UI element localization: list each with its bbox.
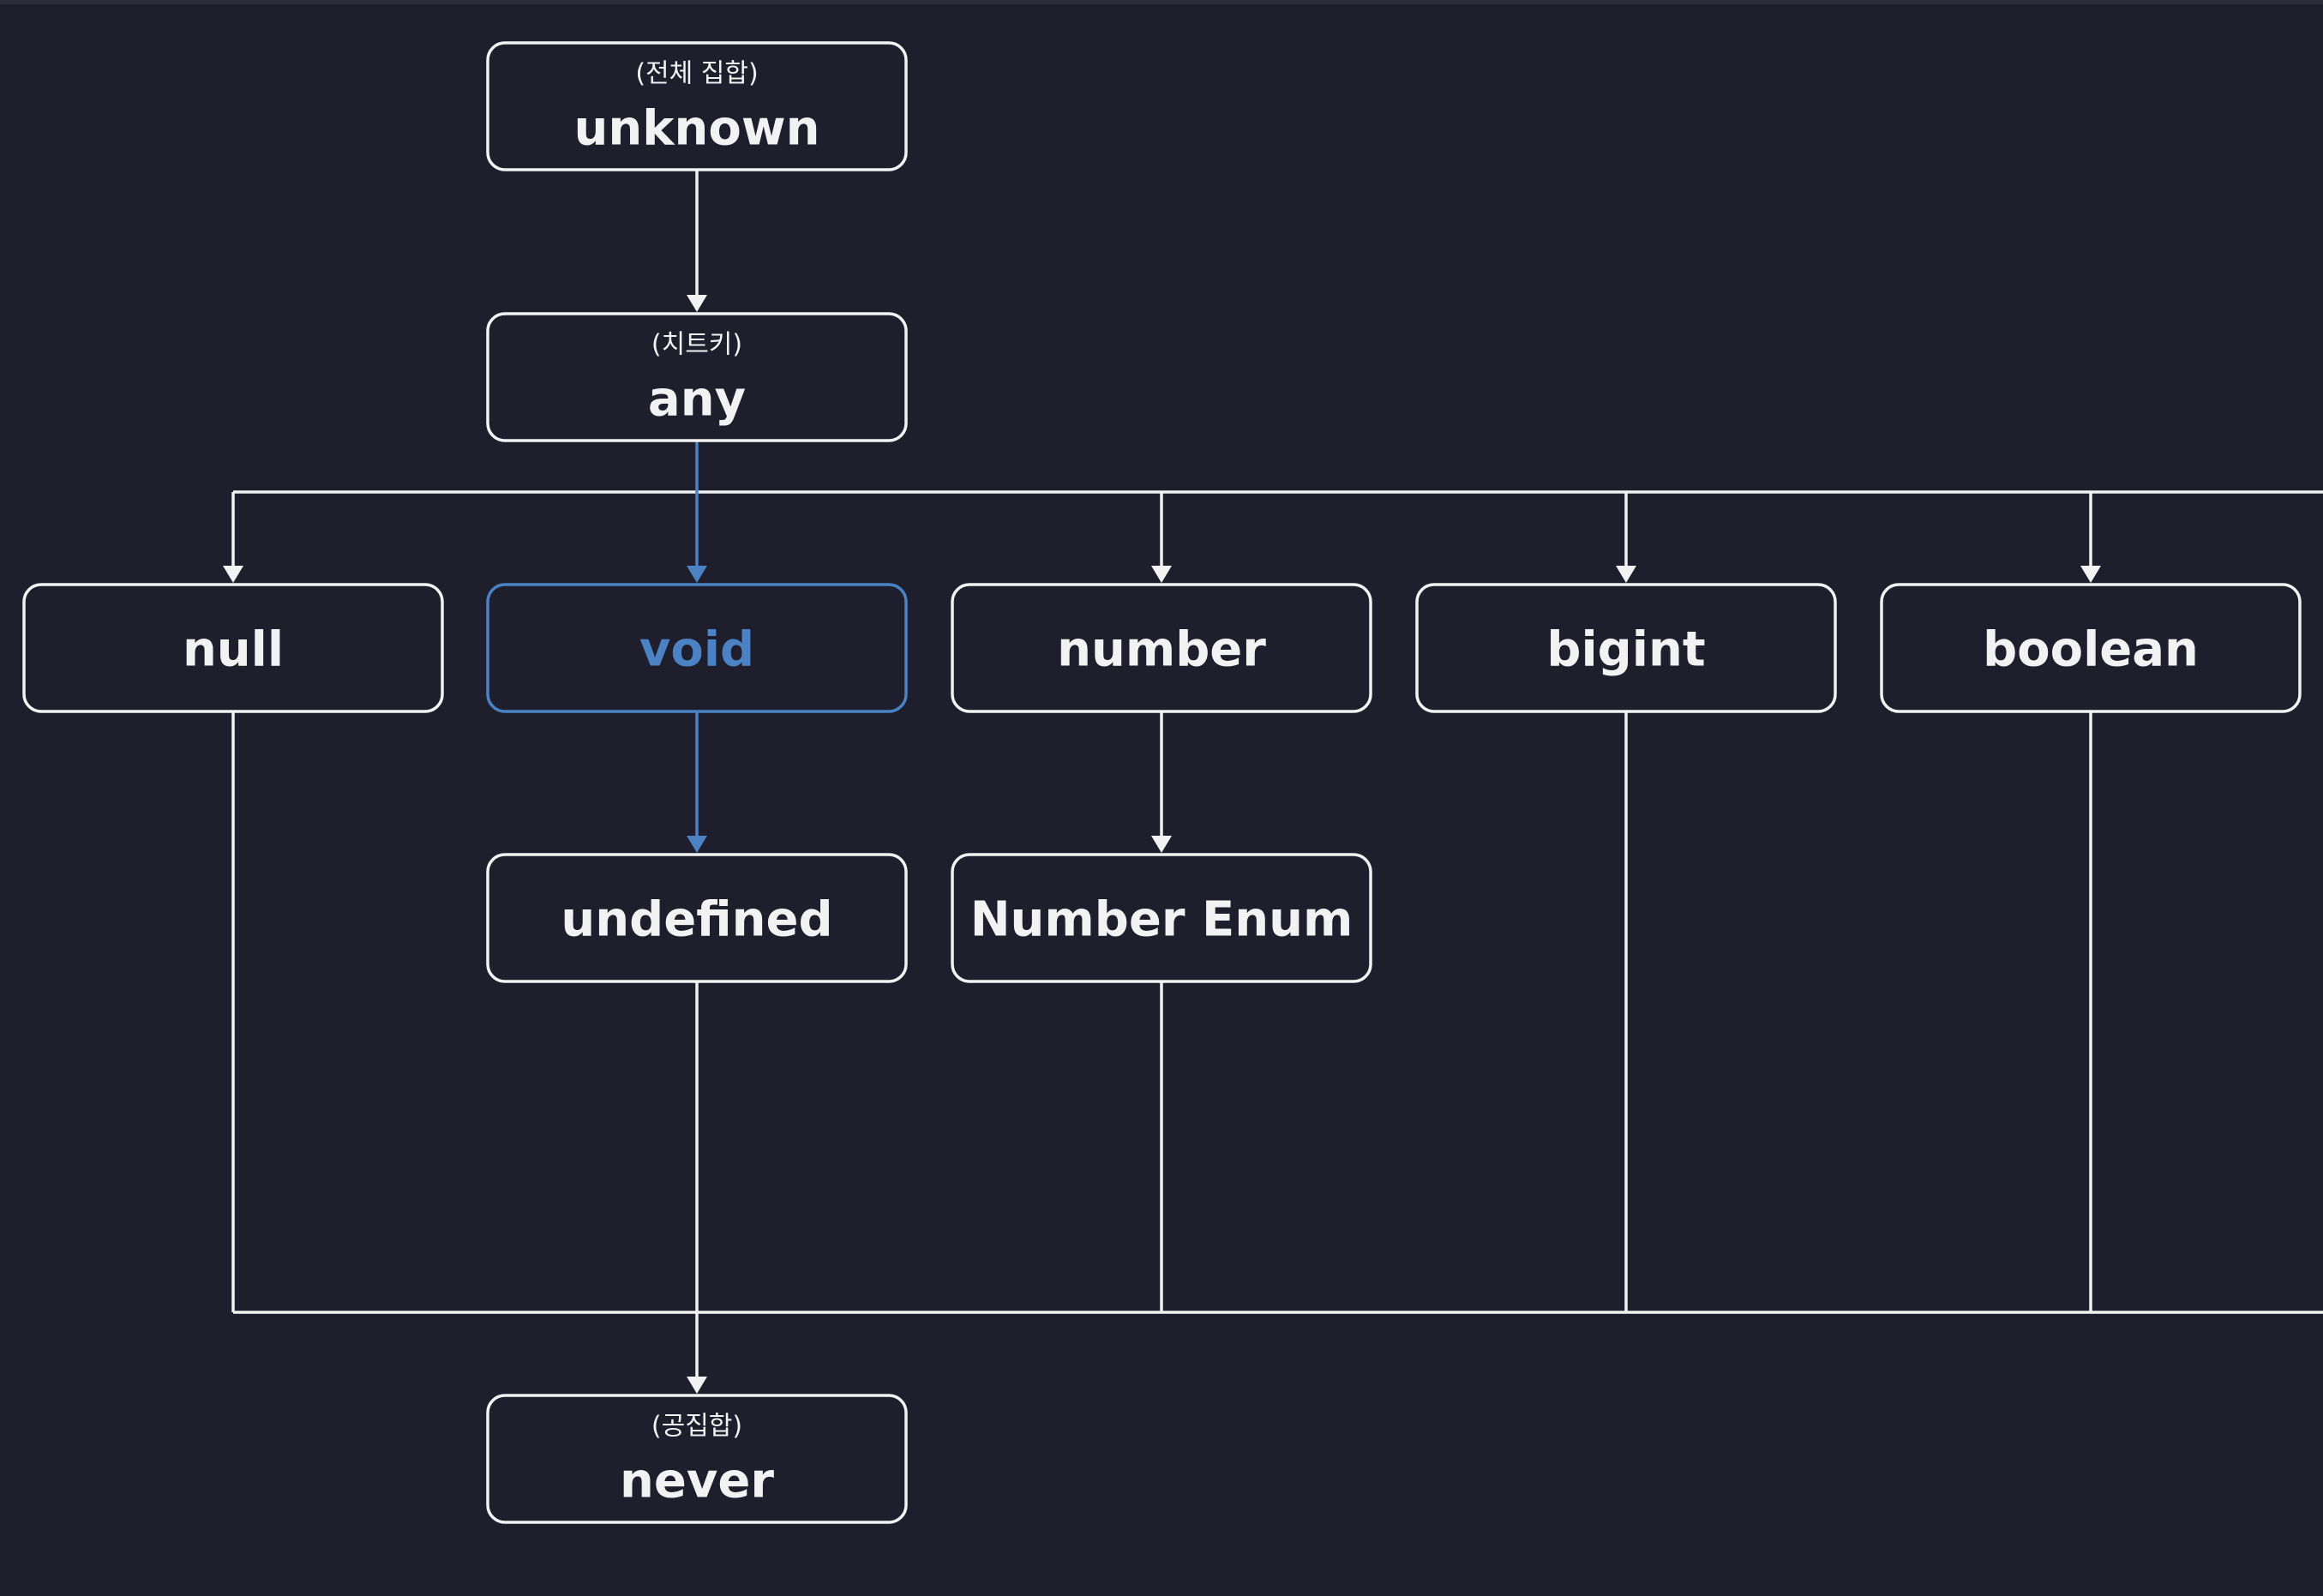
edge-any-to-bigint-arrowhead bbox=[1616, 566, 1636, 583]
node-undefined-box bbox=[486, 853, 908, 983]
node-bigint-label: bigint bbox=[1546, 622, 1705, 678]
edge-unknown-to-any-arrowhead bbox=[687, 295, 707, 312]
node-number: number bbox=[951, 583, 1372, 713]
node-never: (공집합) never bbox=[486, 1394, 908, 1524]
top-border bbox=[0, 0, 2323, 4]
edge-void-to-undefined-arrowhead bbox=[687, 836, 707, 853]
edges-layer bbox=[223, 170, 2323, 1394]
node-number-enum-label: Number Enum bbox=[970, 892, 1354, 948]
node-never-box bbox=[486, 1394, 908, 1524]
node-undefined-label: undefined bbox=[561, 892, 832, 948]
node-void-box bbox=[486, 583, 908, 713]
node-number-box bbox=[951, 583, 1372, 713]
node-null: null bbox=[22, 583, 444, 713]
edge-any-to-void-arrowhead bbox=[687, 566, 707, 583]
node-number-enum: Number Enum bbox=[951, 853, 1372, 983]
node-unknown-label: unknown bbox=[574, 101, 820, 157]
node-any-box bbox=[486, 312, 908, 442]
node-bigint-box bbox=[1415, 583, 1837, 713]
edge-any-to-boolean-arrowhead bbox=[2080, 566, 2101, 583]
node-unknown: (전체 집합) unknown bbox=[486, 41, 908, 171]
edge-any-to-number-arrowhead bbox=[1151, 566, 1172, 583]
node-any: (치트키) any bbox=[486, 312, 908, 442]
node-null-label: null bbox=[183, 622, 284, 678]
node-any-label: any bbox=[648, 372, 746, 428]
edge-any-to-null-arrowhead bbox=[223, 566, 243, 583]
node-null-box bbox=[22, 583, 444, 713]
node-never-note: (공집합) bbox=[651, 1412, 742, 1442]
node-boolean: boolean bbox=[1880, 583, 2302, 713]
node-number-label: number bbox=[1057, 622, 1266, 678]
nodes-layer: (전체 집합) unknown (치트키) any null void number bigi… bbox=[22, 41, 2302, 1524]
edge-undefined-to-never-arrowhead bbox=[687, 1377, 707, 1394]
node-number-enum-box bbox=[951, 853, 1372, 983]
node-void: void bbox=[486, 583, 908, 713]
node-boolean-label: boolean bbox=[1983, 622, 2199, 678]
node-unknown-note: (전체 집합) bbox=[635, 59, 758, 89]
node-unknown-box bbox=[486, 41, 908, 171]
edge-number-to-number-enum-arrowhead bbox=[1151, 836, 1172, 853]
node-boolean-box bbox=[1880, 583, 2302, 713]
node-any-note: (치트키) bbox=[651, 330, 742, 360]
node-undefined: undefined bbox=[486, 853, 908, 983]
node-void-label: void bbox=[639, 622, 754, 678]
node-bigint: bigint bbox=[1415, 583, 1837, 713]
node-never-label: never bbox=[620, 1454, 774, 1509]
